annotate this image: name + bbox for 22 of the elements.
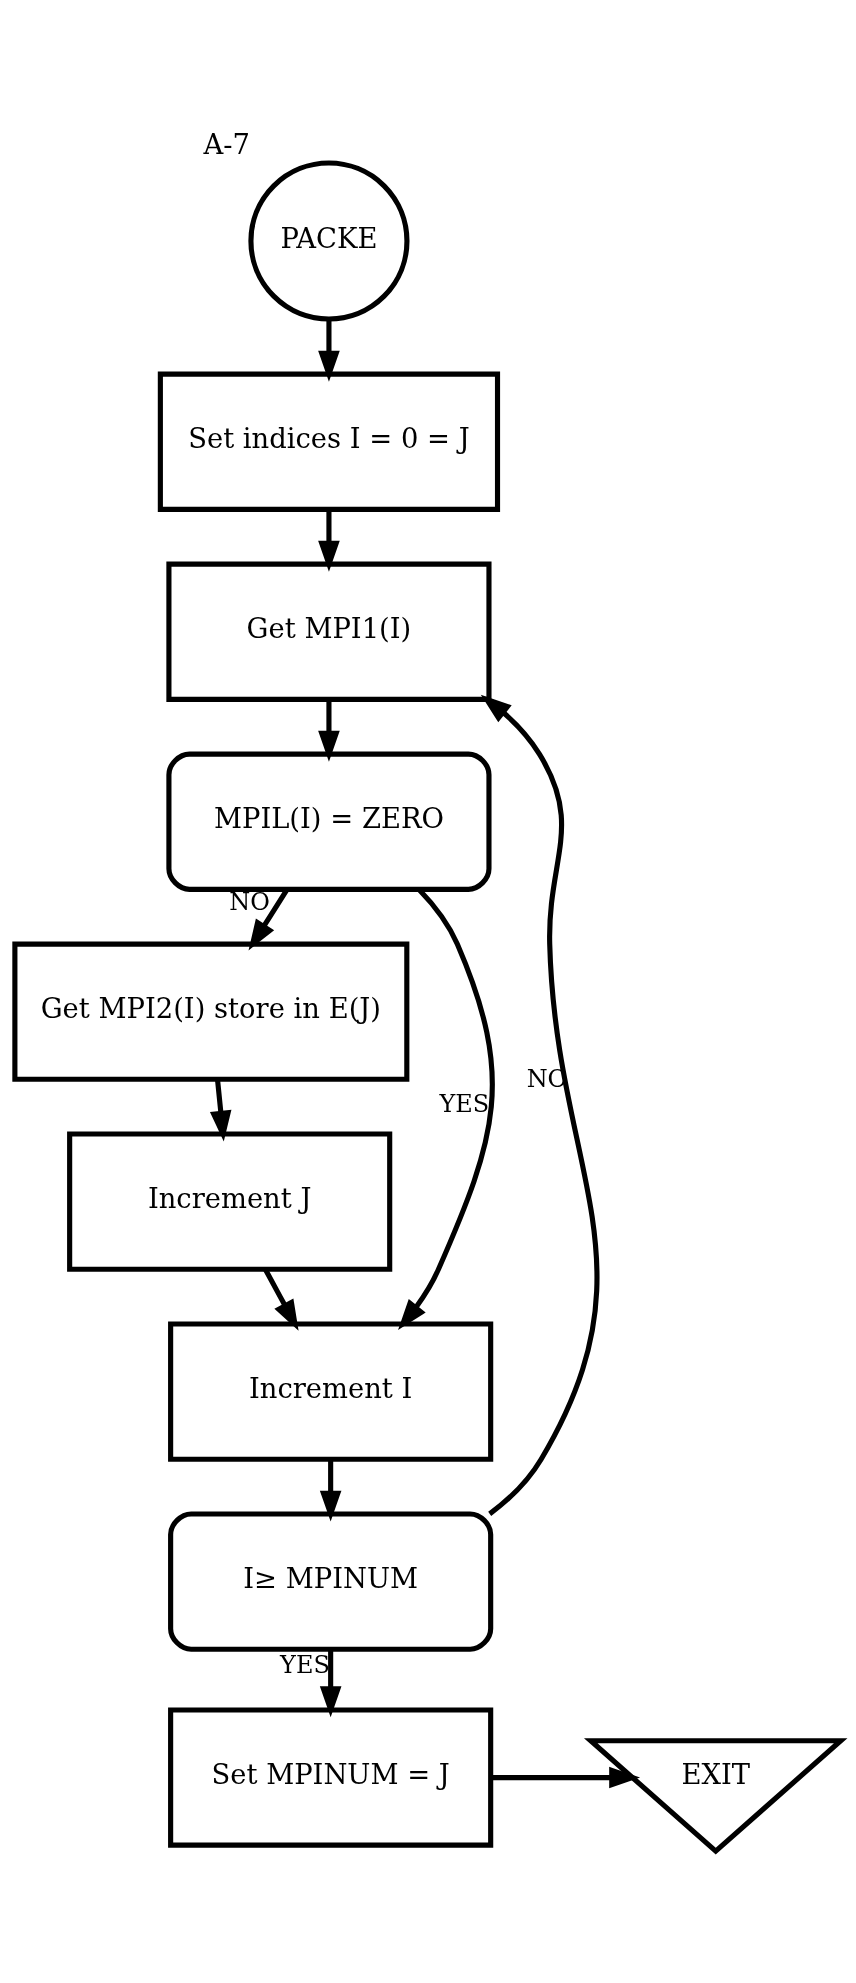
edge-label: YES — [280, 1651, 330, 1680]
edge-label: YES — [439, 1089, 490, 1118]
node-box: Increment I — [168, 1321, 494, 1462]
arrow — [319, 1649, 342, 1718]
node-box: Increment J — [67, 1131, 393, 1272]
node-box: Get MPI1(I) — [166, 561, 492, 702]
arrow — [480, 694, 600, 1516]
arrow — [490, 1766, 641, 1789]
arrow — [319, 1459, 342, 1522]
node-box: Get MPI2(I) store in E(J) — [12, 941, 410, 1082]
node-box: Set indices I = 0 = J — [157, 371, 501, 512]
arrow — [318, 699, 340, 762]
arrow — [263, 1268, 299, 1331]
node-box: I≥ MPINUM — [168, 1511, 494, 1652]
node-circle: PACKE — [248, 160, 410, 322]
node-label: A-7 — [203, 128, 250, 160]
arrow — [318, 319, 340, 382]
arrow — [209, 1079, 232, 1142]
node-box: MPIL(I) = ZERO — [166, 751, 492, 892]
node-box: Set MPINUM = J — [168, 1707, 494, 1848]
arrow — [318, 509, 340, 572]
arrow — [398, 887, 495, 1330]
